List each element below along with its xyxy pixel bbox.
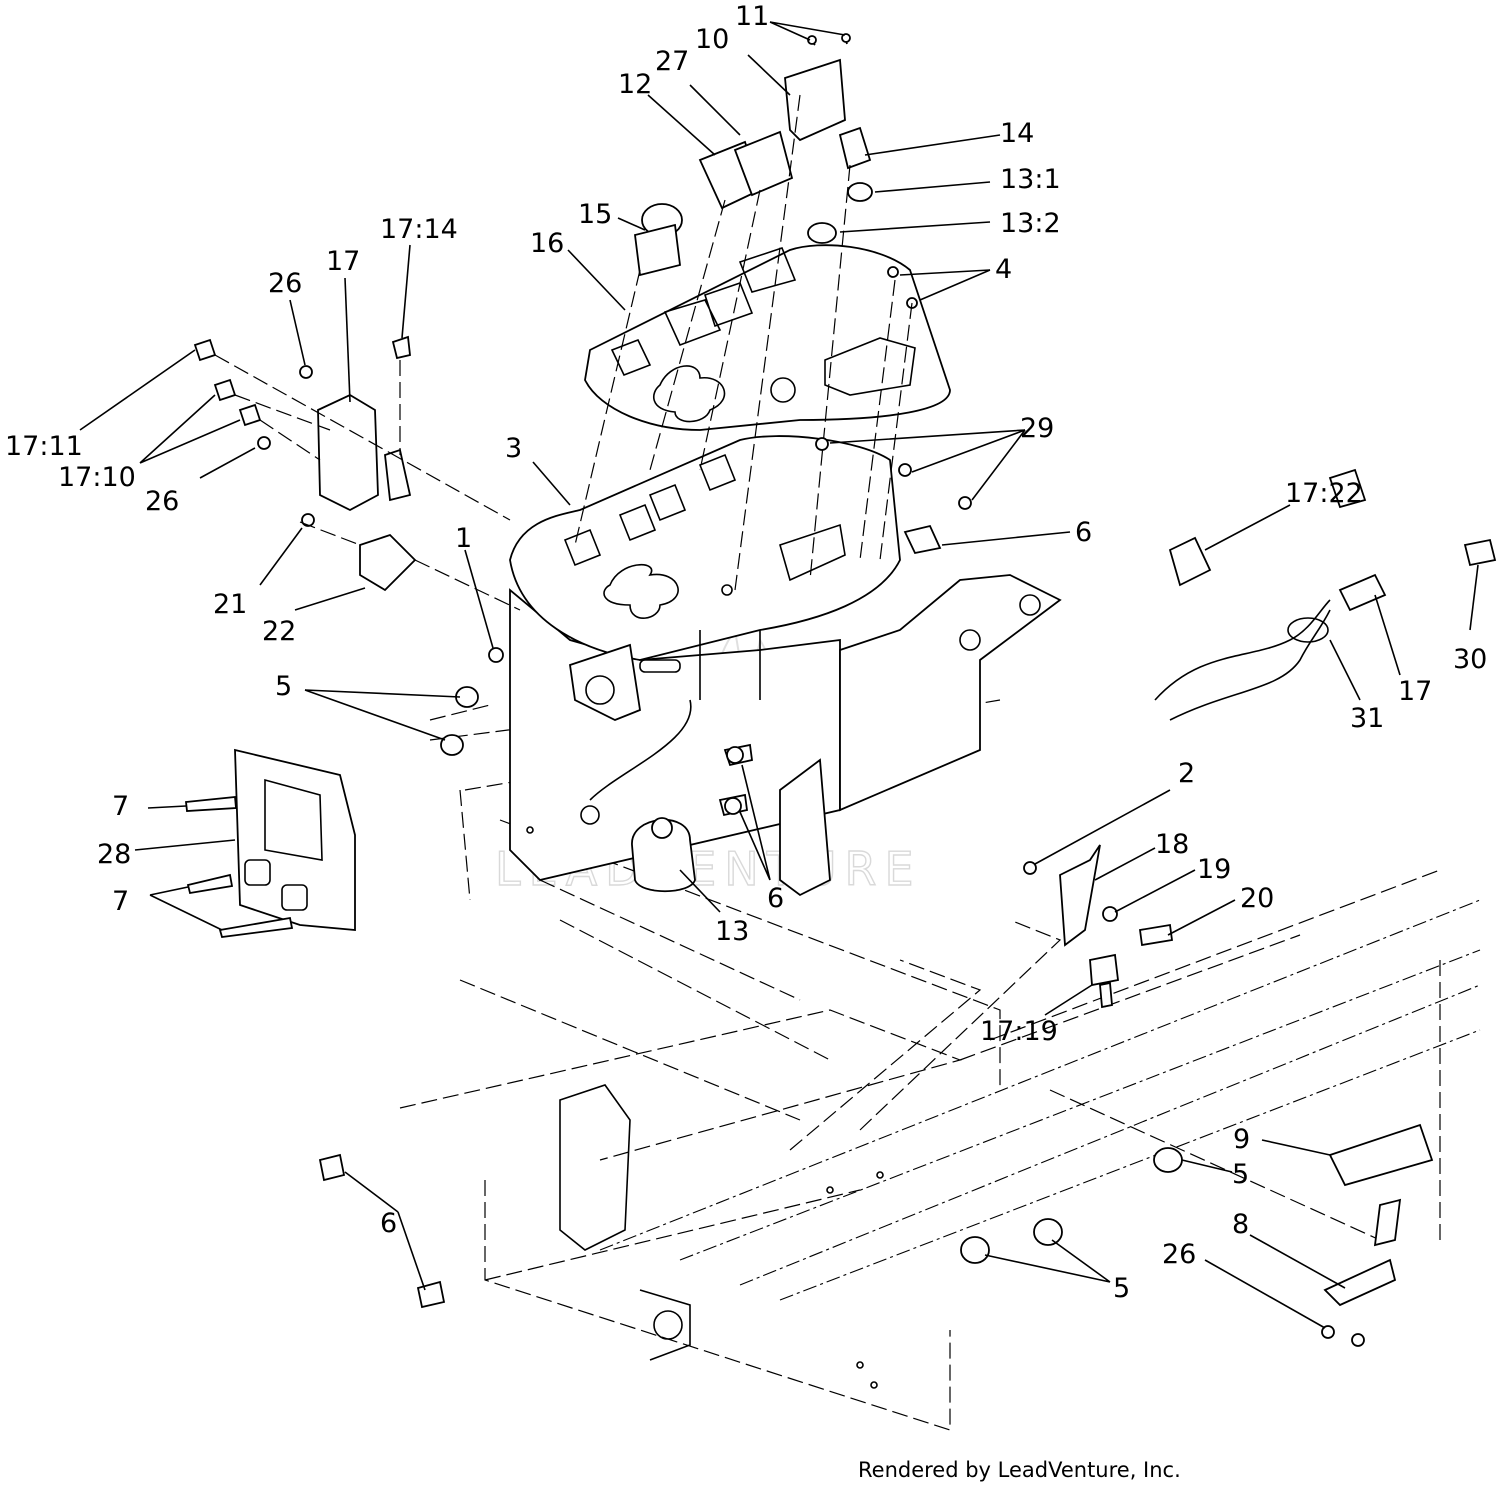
callout-13-1: 13:1 bbox=[1000, 164, 1061, 195]
callout-30: 30 bbox=[1453, 644, 1487, 675]
callout-20: 20 bbox=[1240, 883, 1274, 914]
callout-28: 28 bbox=[97, 839, 131, 870]
callout-17-a: 17 bbox=[326, 246, 360, 277]
callout-17-10: 17:10 bbox=[58, 462, 136, 493]
mount-bracket bbox=[509, 435, 1062, 897]
callout-31: 31 bbox=[1350, 703, 1384, 734]
callout-17-22: 17:22 bbox=[1285, 478, 1363, 509]
callout-13-2: 13:2 bbox=[1000, 208, 1061, 239]
callout-6-c: 6 bbox=[380, 1208, 397, 1239]
callout-11: 11 bbox=[735, 1, 769, 32]
callout-12: 12 bbox=[618, 69, 652, 100]
callout-15: 15 bbox=[578, 199, 612, 230]
callout-3: 3 bbox=[505, 433, 522, 464]
callout-5-c: 5 bbox=[1113, 1273, 1130, 1304]
callout-21: 21 bbox=[213, 589, 247, 620]
callout-7-a: 7 bbox=[112, 791, 129, 822]
callout-26-c: 26 bbox=[1162, 1239, 1196, 1270]
left-parts bbox=[185, 335, 521, 938]
callout-26-b: 26 bbox=[145, 486, 179, 517]
center-parts bbox=[631, 437, 972, 893]
callout-17-19: 17:19 bbox=[980, 1016, 1058, 1047]
callout-10: 10 bbox=[695, 24, 729, 55]
callout-17-14: 17:14 bbox=[380, 214, 458, 245]
callout-16: 16 bbox=[530, 228, 564, 259]
callout-13: 13 bbox=[715, 916, 749, 947]
top-panel bbox=[584, 244, 951, 431]
callout-6-a: 6 bbox=[1075, 517, 1092, 548]
callout-9: 9 bbox=[1233, 1124, 1250, 1155]
switch-parts bbox=[574, 33, 918, 591]
callout-26-a: 26 bbox=[268, 268, 302, 299]
callout-5-a: 5 bbox=[275, 671, 292, 702]
callout-18: 18 bbox=[1155, 829, 1189, 860]
callout-4: 4 bbox=[995, 254, 1012, 285]
callout-29: 29 bbox=[1020, 413, 1054, 444]
right-parts bbox=[318, 468, 1497, 1347]
callout-14: 14 bbox=[1000, 118, 1034, 149]
callout-19: 19 bbox=[1197, 854, 1231, 885]
callout-27: 27 bbox=[655, 46, 689, 77]
callout-1: 1 bbox=[455, 523, 472, 554]
callout-labels: 11 10 27 12 14 13:1 13:2 15 16 4 17:14 1… bbox=[5, 1, 1487, 1304]
callout-22: 22 bbox=[262, 616, 296, 647]
footer-credit: Rendered by LeadVenture, Inc. bbox=[858, 1458, 1181, 1482]
callout-17-11: 17:11 bbox=[5, 431, 83, 462]
callout-6-b: 6 bbox=[767, 883, 784, 914]
callout-7-b: 7 bbox=[112, 886, 129, 917]
chassis-frame bbox=[399, 679, 1481, 1431]
callout-2: 2 bbox=[1178, 758, 1195, 789]
callout-5-b: 5 bbox=[1232, 1159, 1249, 1190]
callout-17-b: 17 bbox=[1398, 676, 1432, 707]
leader-lines bbox=[79, 21, 1479, 1329]
callout-8: 8 bbox=[1232, 1209, 1249, 1240]
